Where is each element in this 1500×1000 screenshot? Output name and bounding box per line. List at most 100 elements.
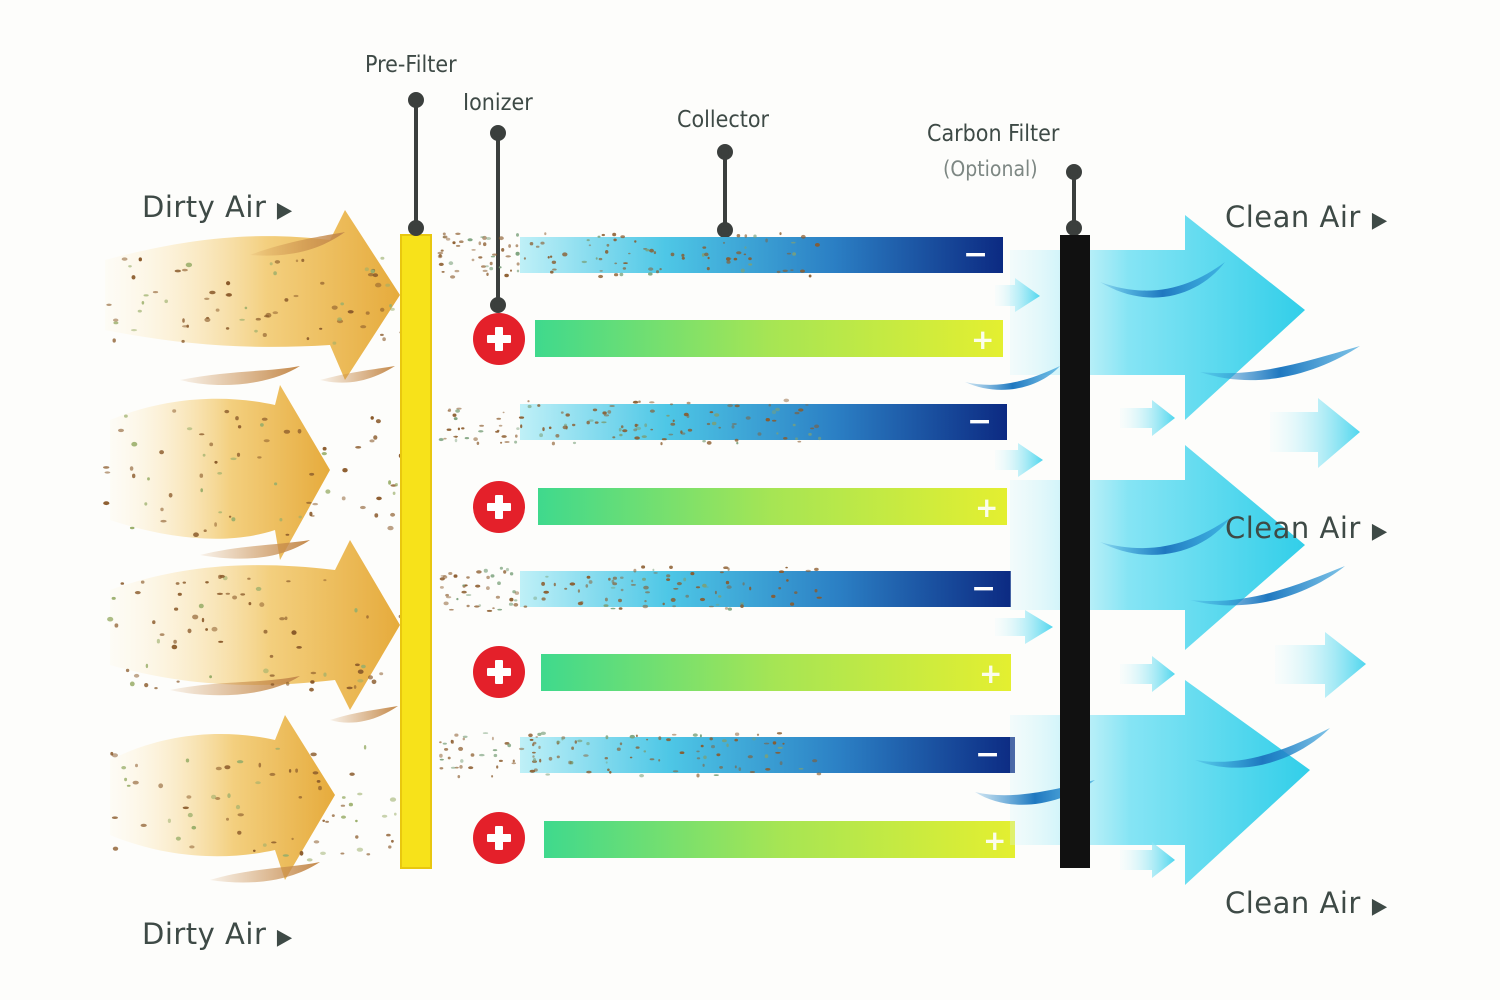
dust-particle bbox=[288, 769, 292, 773]
dust-particle bbox=[740, 268, 745, 273]
dust-particle bbox=[616, 747, 621, 751]
dust-particle bbox=[248, 602, 252, 606]
dust-particle bbox=[483, 568, 488, 573]
dust-particle bbox=[285, 533, 290, 536]
dust-particle bbox=[673, 587, 679, 590]
dust-particle bbox=[511, 762, 517, 765]
dust-particle bbox=[152, 620, 156, 625]
dust-particle bbox=[800, 269, 805, 273]
dust-particle bbox=[816, 596, 822, 599]
dust-particle bbox=[763, 742, 770, 745]
dust-particle bbox=[202, 453, 206, 457]
dust-particle bbox=[736, 441, 739, 445]
dust-particle bbox=[592, 408, 598, 412]
dust-particle bbox=[228, 515, 232, 518]
dust-particle bbox=[486, 609, 493, 612]
dust-particle bbox=[603, 414, 610, 417]
dust-particle bbox=[323, 672, 327, 677]
dust-particle bbox=[114, 623, 119, 628]
dust-particle bbox=[357, 679, 364, 683]
dust-particle bbox=[394, 812, 397, 816]
dirty-air-text: Dirty Air bbox=[142, 190, 267, 224]
dust-particle bbox=[439, 437, 444, 442]
dust-particle bbox=[301, 258, 305, 262]
dust-particle bbox=[274, 482, 278, 486]
pre-filter-pointer bbox=[408, 92, 424, 236]
dust-particle bbox=[562, 252, 568, 257]
dust-particle bbox=[605, 761, 608, 764]
dust-particle bbox=[645, 591, 650, 594]
dust-particle bbox=[440, 249, 444, 252]
dust-particle bbox=[510, 269, 512, 272]
dust-particle bbox=[532, 751, 536, 754]
dust-particle bbox=[805, 569, 811, 573]
dust-particle bbox=[107, 616, 114, 622]
dust-particle bbox=[443, 601, 449, 606]
dust-particle bbox=[486, 575, 490, 580]
dust-particle bbox=[492, 607, 495, 610]
dust-particle bbox=[448, 572, 453, 575]
dust-particle bbox=[193, 532, 199, 537]
dust-particle bbox=[144, 502, 148, 506]
dust-particle bbox=[355, 663, 360, 667]
collector-plates: −−−−++++ bbox=[437, 232, 1015, 858]
dust-particle bbox=[456, 407, 462, 410]
dust-particle bbox=[748, 257, 752, 261]
dust-particle bbox=[439, 753, 443, 758]
dust-particle bbox=[444, 748, 449, 751]
dust-particle bbox=[520, 424, 523, 429]
dust-particle bbox=[513, 603, 519, 607]
dust-particle bbox=[388, 480, 392, 485]
dust-particle bbox=[459, 240, 464, 243]
dust-particle bbox=[527, 404, 532, 409]
dust-particle bbox=[126, 784, 131, 787]
dust-particle bbox=[227, 793, 231, 799]
dust-particle bbox=[132, 780, 139, 785]
dust-particle bbox=[199, 473, 204, 478]
dust-particle bbox=[224, 409, 230, 414]
dust-particle bbox=[446, 428, 452, 431]
clean-air-swirl bbox=[1200, 346, 1360, 381]
dust-particle bbox=[442, 235, 448, 239]
dust-particle bbox=[357, 669, 364, 674]
dust-particle bbox=[216, 592, 223, 596]
dust-particle bbox=[437, 251, 444, 255]
dust-particle bbox=[152, 291, 159, 294]
dust-particle bbox=[618, 427, 622, 432]
dust-particle bbox=[164, 299, 168, 304]
dust-particle bbox=[502, 411, 505, 414]
dust-particle bbox=[340, 852, 345, 855]
dust-particle bbox=[390, 307, 395, 311]
dust-particle bbox=[455, 232, 461, 235]
dirty-air-particles bbox=[103, 256, 404, 862]
dust-particle bbox=[776, 270, 781, 274]
dust-particle bbox=[588, 419, 594, 422]
dust-particle bbox=[476, 441, 480, 445]
dust-particle bbox=[818, 436, 822, 441]
dust-particle bbox=[518, 416, 525, 419]
dust-particle bbox=[489, 266, 494, 271]
dust-particle bbox=[310, 671, 317, 675]
dust-particle bbox=[453, 417, 458, 421]
dust-particle bbox=[702, 763, 705, 767]
clean-air-small-arrow bbox=[1270, 398, 1360, 468]
dust-particle bbox=[478, 256, 483, 259]
dust-particle bbox=[230, 457, 237, 461]
dust-particle bbox=[186, 324, 189, 328]
dust-particle bbox=[124, 414, 128, 418]
dust-particle bbox=[452, 241, 456, 245]
dust-particle bbox=[551, 260, 557, 264]
dust-particle bbox=[203, 529, 207, 532]
clean-air-small-arrow bbox=[995, 278, 1040, 312]
dust-particle bbox=[147, 477, 150, 481]
dust-particle bbox=[192, 614, 199, 620]
positive-charge-sign: + bbox=[971, 323, 994, 356]
dust-particle bbox=[727, 607, 733, 611]
dust-particle bbox=[516, 233, 519, 237]
dust-particle bbox=[605, 735, 609, 740]
dust-particle bbox=[468, 766, 474, 770]
dust-particle bbox=[479, 424, 484, 427]
dust-particle bbox=[128, 265, 132, 268]
dust-particle bbox=[438, 262, 444, 266]
dust-particle bbox=[458, 746, 464, 751]
